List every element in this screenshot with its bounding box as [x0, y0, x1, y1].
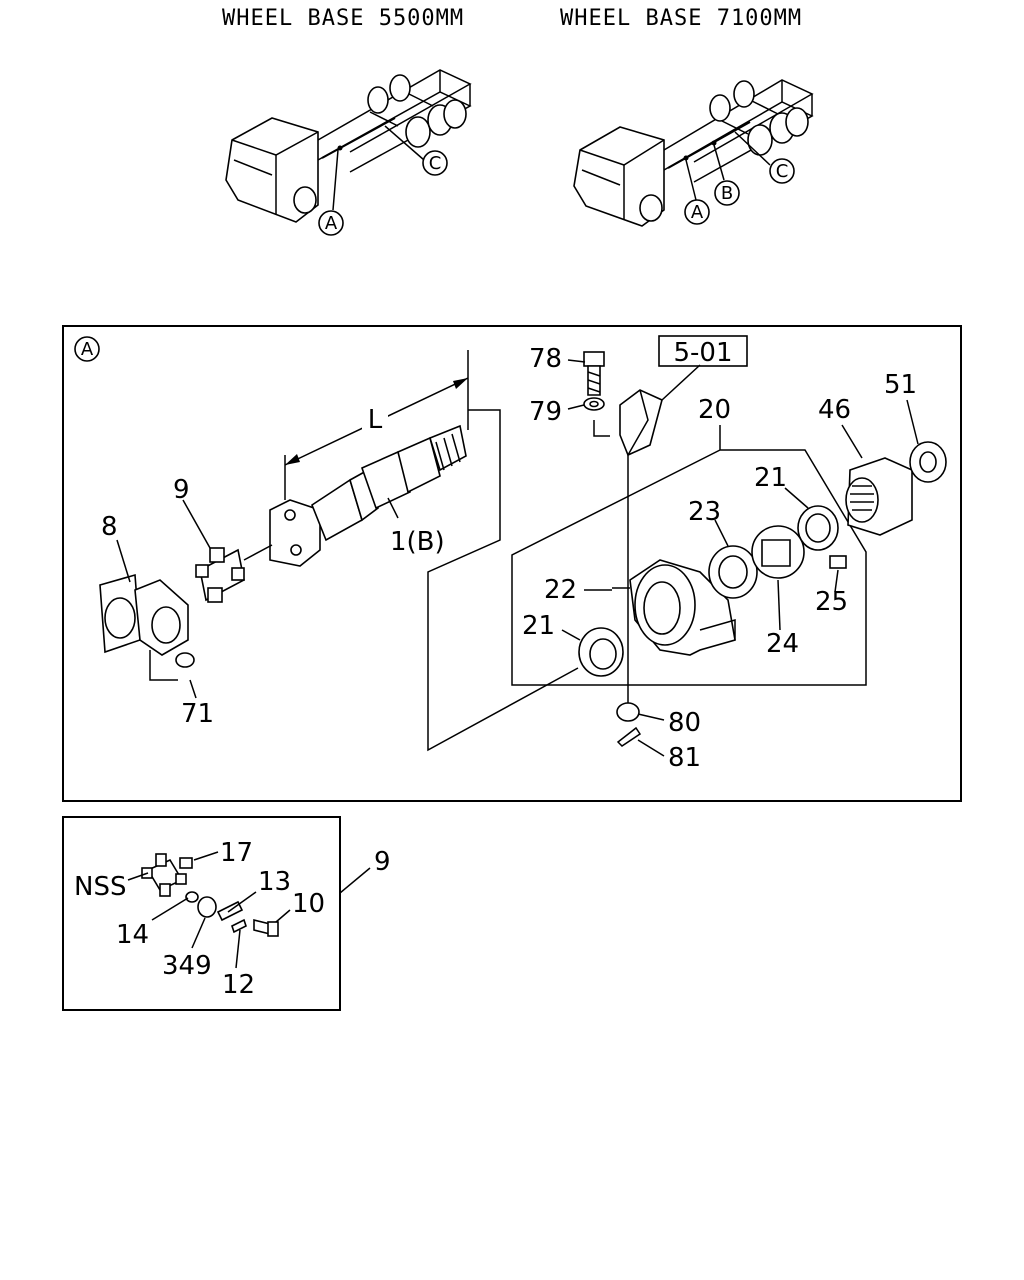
callout-a-main: A	[74, 336, 100, 362]
grease-nipple-25	[829, 555, 847, 569]
label-80: 80	[668, 708, 701, 738]
companion-flange-46	[845, 457, 913, 536]
spider-cross-detail	[141, 853, 187, 897]
center-bearing-housing	[612, 559, 736, 656]
label-51: 51	[884, 370, 917, 400]
svg-text:5-01: 5-01	[673, 338, 732, 368]
label-9: 9	[173, 475, 190, 505]
label-14: 14	[116, 920, 149, 950]
label-81: 81	[668, 743, 701, 773]
callout-b-truck2: B	[714, 180, 740, 206]
detail-9-leader	[339, 867, 371, 894]
bolt-10	[253, 918, 279, 937]
label-17: 17	[220, 838, 253, 868]
label-71: 71	[181, 699, 214, 729]
dimension-l-label: L	[368, 405, 383, 435]
svg-text:C: C	[776, 161, 789, 182]
label-8: 8	[101, 512, 118, 542]
grease-nipple-17	[179, 857, 193, 869]
truck-7100-illustration	[573, 79, 814, 227]
bearing-23	[708, 545, 758, 599]
cotter-pin-81	[616, 726, 642, 747]
label-nss: NSS	[74, 872, 126, 902]
bolt-78	[583, 351, 605, 396]
nut-80	[616, 702, 640, 722]
callout-a-truck2: A	[684, 199, 710, 225]
bearing-cup-349	[197, 896, 217, 918]
svg-text:A: A	[691, 202, 704, 223]
dimension-l: L	[284, 350, 469, 500]
label-21-upper: 21	[754, 463, 787, 493]
detail-a-frame	[62, 325, 962, 802]
callout-c-truck1: C	[422, 150, 448, 176]
label-23: 23	[688, 497, 721, 527]
washer-12	[231, 918, 247, 934]
header-wheelbase-5500: WHEEL BASE 5500MM	[222, 6, 464, 31]
label-12: 12	[222, 970, 255, 1000]
flange-yoke	[99, 573, 189, 681]
support-bracket	[619, 364, 701, 457]
universal-joint	[195, 544, 273, 603]
propeller-shaft	[269, 424, 467, 567]
label-24: 24	[766, 629, 799, 659]
svg-text:A: A	[81, 339, 94, 360]
label-1b: 1(B)	[390, 527, 445, 557]
cushion-24	[751, 525, 805, 579]
section-ref-5-01: 5-01	[658, 335, 748, 368]
header-wheelbase-7100: WHEEL BASE 7100MM	[560, 6, 802, 31]
nut-51	[909, 441, 947, 483]
callout-a-truck1: A	[318, 210, 344, 236]
svg-text:B: B	[721, 183, 733, 204]
detail-9-frame	[62, 816, 341, 1011]
label-13: 13	[258, 867, 291, 897]
seal-14	[185, 891, 199, 903]
nut-71	[175, 652, 195, 668]
oil-seal-21-lower	[578, 627, 624, 677]
label-78: 78	[529, 344, 562, 374]
label-20: 20	[698, 395, 731, 425]
callout-c-truck2: C	[769, 158, 795, 184]
label-79: 79	[529, 397, 562, 427]
truck-5500-illustration	[225, 69, 472, 223]
label-9-detail: 9	[374, 847, 391, 877]
label-10: 10	[292, 889, 325, 919]
label-349: 349	[162, 951, 212, 981]
washer-79	[583, 397, 610, 437]
bearing-group-frame	[511, 425, 867, 686]
oil-seal-21-upper	[797, 505, 839, 551]
label-22: 22	[544, 575, 577, 605]
label-46: 46	[818, 395, 851, 425]
label-25: 25	[815, 587, 848, 617]
svg-text:C: C	[429, 153, 442, 174]
svg-text:A: A	[325, 213, 338, 234]
label-21-lower: 21	[522, 611, 555, 641]
